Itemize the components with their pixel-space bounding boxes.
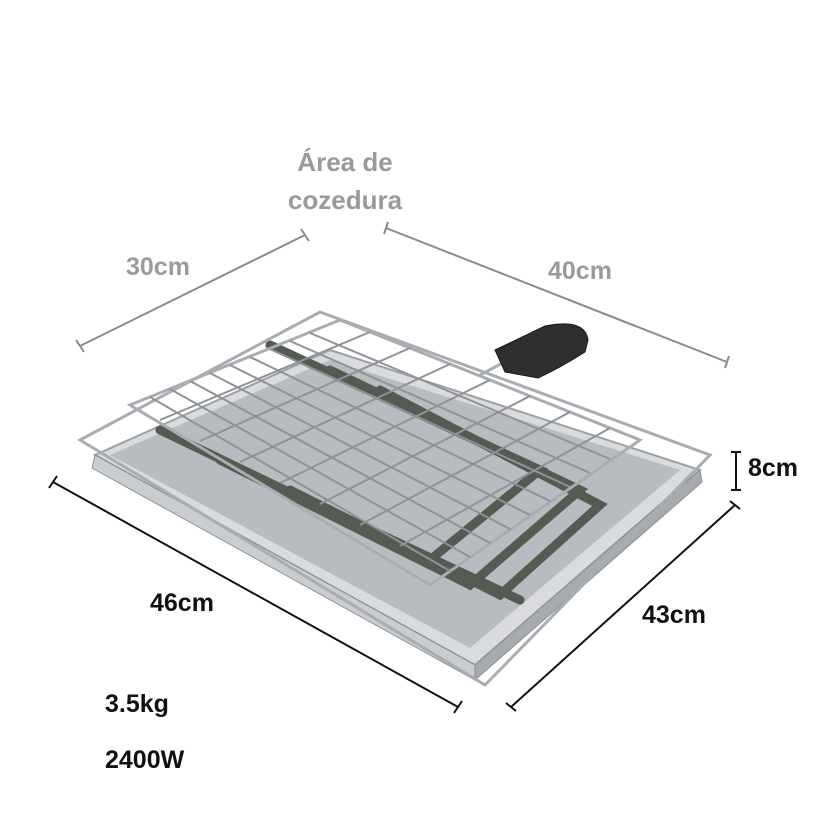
dimension-line-43cm xyxy=(505,500,741,712)
title-line-2: cozedura xyxy=(287,185,403,215)
label-height: 8cm xyxy=(748,454,799,482)
dimension-line-8cm xyxy=(731,451,741,491)
label-weight: 3.5kg xyxy=(105,690,169,718)
dimension-line-40cm xyxy=(383,221,730,369)
label-cooking-length: 40cm xyxy=(548,257,612,285)
grill-handle xyxy=(479,323,589,379)
dimension-line-46cm xyxy=(48,475,463,714)
cooking-area-title: Área de cozedura xyxy=(250,143,440,219)
label-power: 2400W xyxy=(105,746,185,774)
wire-basket xyxy=(76,310,713,687)
label-overall-length: 46cm xyxy=(150,589,214,617)
wire-grid xyxy=(149,331,611,572)
label-overall-width: 43cm xyxy=(642,601,706,629)
title-line-1: Área de xyxy=(297,147,393,177)
dimension-line-30cm xyxy=(75,228,310,353)
label-cooking-width: 30cm xyxy=(126,253,190,281)
